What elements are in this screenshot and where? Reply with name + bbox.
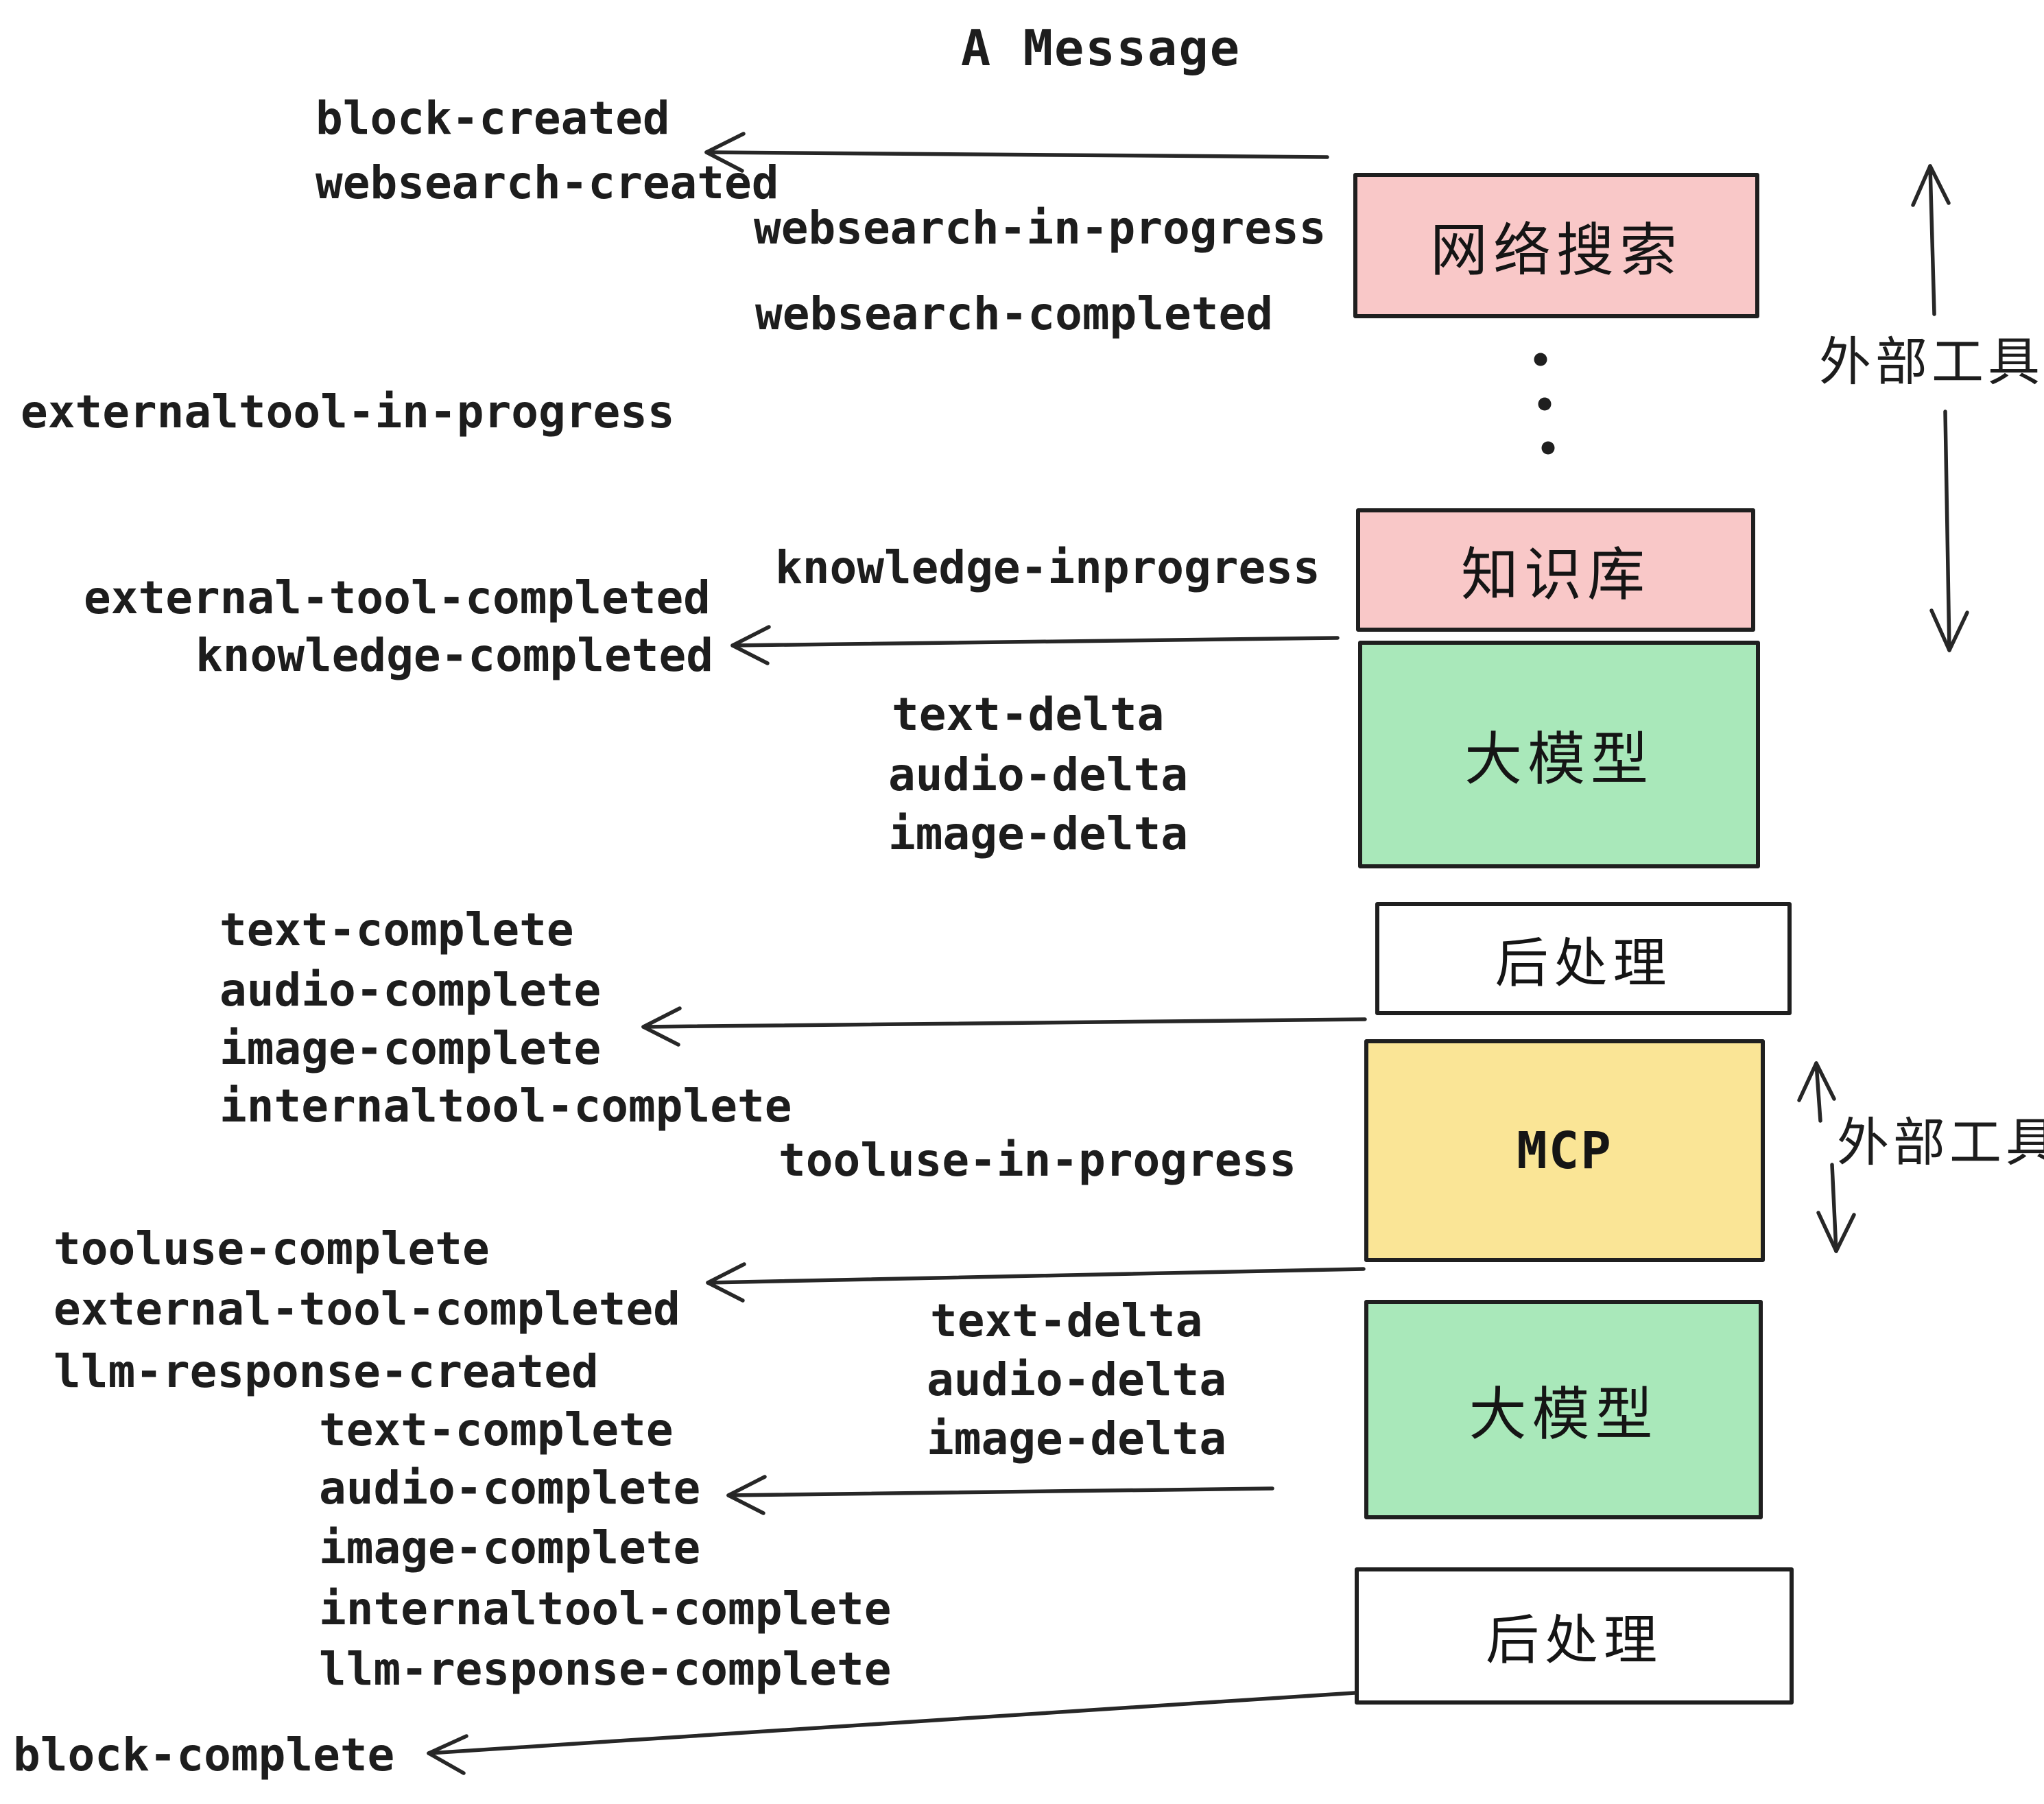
event-label-image-complete-1: image-complete [219,1022,602,1075]
websearch-box: 网络搜索 [1353,173,1759,318]
external-tools-label-mid: 外部工具 [1837,1112,2044,1173]
post-box-1: 后处理 [1375,902,1792,1015]
event-label-text-complete-1: text-complete [219,903,574,956]
vertical-ellipsis-icon [1534,353,1555,455]
event-label-internaltool-complete-1: internaltool-complete [219,1080,792,1132]
event-label-tooluse-complete: tooluse-complete [54,1222,490,1275]
event-label-knowledge-inprogress: knowledge-inprogress [775,541,1320,594]
llm-box-2-label: 大模型 [1469,1380,1659,1448]
external-tools-up-arrow-top [1911,164,1951,316]
event-label-internaltool-complete-2: internaltool-complete [319,1582,892,1635]
event-label-websearch-created: websearch-created [316,156,779,209]
event-label-websearch-completed: websearch-completed [755,287,1273,340]
knowledge-box: 知识库 [1356,508,1755,632]
event-label-knowledge-completed: knowledge-completed [195,629,713,682]
event-label-text-complete-2: text-complete [319,1403,674,1456]
event-label-external-tool-completed-2: external-tool-completed [54,1283,680,1336]
llm-box-1-label: 大模型 [1464,725,1654,793]
event-label-text-delta-1: text-delta [892,688,1165,741]
event-label-audio-complete-1: audio-complete [219,964,602,1017]
event-label-externaltool-in-progress: externaltool-in-progress [21,385,675,438]
websearch-box-label: 网络搜索 [1429,216,1683,284]
llm-box-2: 大模型 [1364,1300,1763,1519]
arrow-to-image-complete [641,1006,1367,1047]
external-tools-up-arrow-mid [1797,1061,1836,1123]
arrow-to-audio-complete [726,1475,1274,1515]
event-label-llm-response-created: llm-response-created [54,1345,599,1398]
page-title: A Message [960,19,1241,77]
arrow-to-block-created [704,132,1329,173]
event-label-audio-complete-2: audio-complete [319,1462,701,1515]
arrow-to-block-complete [427,1691,1357,1775]
external-tools-label-top: 外部工具 [1819,331,2044,392]
event-label-block-complete: block-complete [13,1729,395,1781]
mcp-box: MCP [1364,1039,1765,1262]
event-label-websearch-in-progress: websearch-in-progress [754,202,1327,254]
event-label-text-delta-2: text-delta [930,1294,1203,1347]
post-box-2: 后处理 [1355,1567,1794,1705]
external-tools-down-arrow-mid [1816,1163,1856,1253]
arrow-to-knowledge-completed [730,625,1340,665]
event-label-external-tool-completed: external-tool-completed [84,571,711,624]
llm-box-1: 大模型 [1358,641,1760,868]
event-label-block-created: block-created [316,92,670,145]
event-label-image-complete-2: image-complete [319,1521,701,1574]
external-tools-down-arrow-top [1929,410,1969,652]
post-box-2-label: 后处理 [1485,1610,1663,1672]
post-box-1-label: 后处理 [1495,932,1672,995]
event-label-image-delta-1: image-delta [888,807,1189,860]
event-label-audio-delta-1: audio-delta [888,748,1189,801]
event-label-audio-delta-2: audio-delta [927,1353,1227,1406]
event-label-llm-response-complete: llm-response-complete [319,1643,892,1696]
knowledge-box-label: 知识库 [1460,541,1650,608]
event-label-tooluse-in-progress: tooluse-in-progress [779,1134,1296,1187]
mcp-box-label: MCP [1517,1121,1613,1180]
event-label-image-delta-2: image-delta [927,1412,1227,1465]
